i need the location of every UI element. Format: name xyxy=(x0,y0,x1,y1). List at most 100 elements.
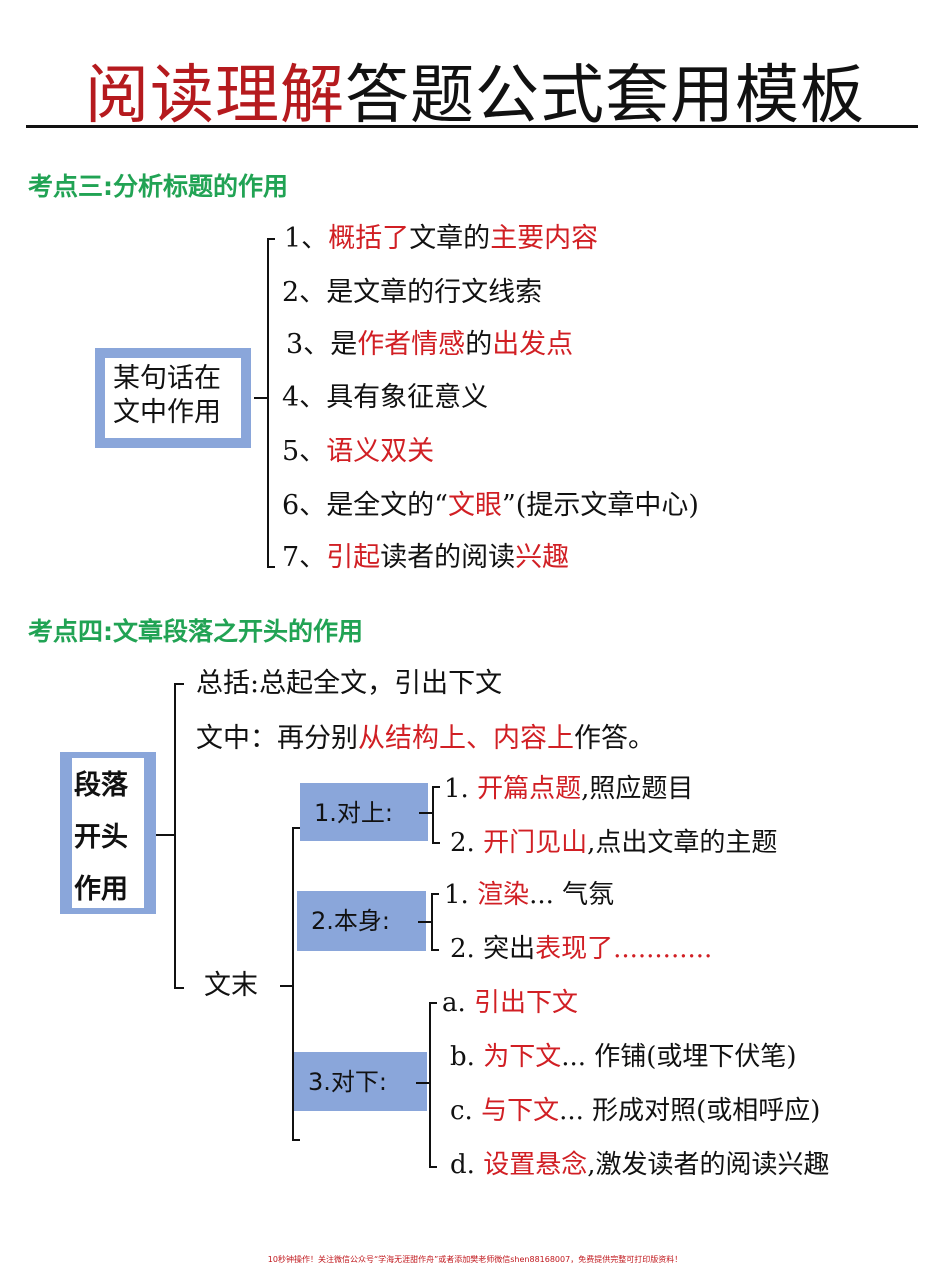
section4-connector xyxy=(156,834,174,836)
bracket-tick xyxy=(174,987,184,989)
bracket-tick xyxy=(267,566,275,568)
section3-item: 6、是全文的“文眼”(提示文章中心) xyxy=(282,489,699,523)
text: ,点出文章的主题 xyxy=(587,828,778,858)
bracket-tick xyxy=(292,1139,300,1141)
text: ... 作铺(或埋下伏笔) xyxy=(561,1042,797,1072)
section4-bracket xyxy=(174,683,176,989)
section4-end-label: 文末 xyxy=(204,970,258,1001)
group3-connector xyxy=(416,1082,430,1084)
section3-item: 7、引起读者的阅读兴趣 xyxy=(282,541,569,575)
item-marker: b. xyxy=(450,1042,484,1072)
highlight-text: 引出下文 xyxy=(474,988,579,1018)
highlight-text: 与下文 xyxy=(481,1096,560,1126)
bracket-tick xyxy=(429,1166,437,1168)
highlight-text: 出发点 xyxy=(492,329,574,360)
highlight-text: 渲染 xyxy=(477,880,530,910)
title-highlight: 阅读理解 xyxy=(85,59,345,133)
highlight-text: 开门见山 xyxy=(483,828,588,858)
highlight-text: 概括了 xyxy=(328,223,410,254)
item-number: 2、 xyxy=(282,277,327,308)
group-item: 1. 开篇点题,照应题目 xyxy=(444,772,693,806)
highlight-text: 表现了............ xyxy=(535,934,713,964)
group-item: a. 引出下文 xyxy=(442,986,578,1020)
section3-item: 2、是文章的行文线索 xyxy=(282,276,542,310)
item-number: 1、 xyxy=(284,223,329,254)
group-item: 1. 渲染... 气氛 xyxy=(444,878,614,912)
text: ”(提示文章中心) xyxy=(502,490,699,521)
text: ,激发读者的阅读兴趣 xyxy=(587,1150,830,1180)
item-marker: 2. xyxy=(450,934,484,964)
group-item: d. 设置悬念,激发读者的阅读兴趣 xyxy=(450,1148,829,1182)
section3-item: 4、具有象征意义 xyxy=(282,381,488,415)
item-marker: d. xyxy=(450,1150,484,1180)
highlight-text: 主要内容 xyxy=(490,223,599,254)
item-marker: c. xyxy=(450,1096,482,1126)
group2-connector xyxy=(418,921,432,923)
item-number: 7、 xyxy=(282,542,327,573)
section3-item: 1、概括了文章的主要内容 xyxy=(284,222,598,256)
text: 总括:总起全文，引出下文 xyxy=(196,668,503,699)
item-number: 4、 xyxy=(282,382,327,413)
text: 是全文的“ xyxy=(326,490,448,521)
item-number: 5、 xyxy=(282,436,327,467)
bracket-tick xyxy=(174,683,184,685)
group1-connector xyxy=(419,812,433,814)
section3-box-line-1: 某句话在 xyxy=(113,363,221,394)
bracket-tick xyxy=(432,842,440,844)
text: 文章的 xyxy=(409,223,491,254)
text: 读者的阅读 xyxy=(380,542,516,573)
bracket-tick xyxy=(429,1002,437,1004)
section3-item: 5、语义双关 xyxy=(282,435,434,469)
section4-box-line-3: 作用 xyxy=(74,874,128,905)
text: 的 xyxy=(465,329,493,360)
highlight-text: 开篇点题 xyxy=(477,774,582,804)
group-item: 2. 突出表现了............ xyxy=(450,932,712,966)
text: 是 xyxy=(330,329,358,360)
end-connector xyxy=(280,985,294,987)
title-underline xyxy=(26,125,918,128)
group-tag-itself: 2.本身: xyxy=(297,891,426,951)
item-marker: 1. xyxy=(444,774,478,804)
title-rest: 答题公式套用模板 xyxy=(345,59,865,133)
highlight-text: 为下文 xyxy=(483,1042,562,1072)
text: 是文章的行文线索 xyxy=(326,277,543,308)
section4-box-line-2: 开头 xyxy=(74,822,128,853)
item-marker: 2. xyxy=(450,828,484,858)
text: ... 气氛 xyxy=(529,880,615,910)
bracket-tick xyxy=(432,786,440,788)
section3-heading: 考点三:分析标题的作用 xyxy=(28,172,288,201)
section3-box-line-2: 文中作用 xyxy=(113,397,221,428)
group3-bracket xyxy=(429,1002,431,1168)
group-item: c. 与下文... 形成对照(或相呼应) xyxy=(450,1094,820,1128)
text: 突出 xyxy=(483,934,536,964)
text: 文中：再分别 xyxy=(196,723,358,754)
text: 作答。 xyxy=(574,723,655,754)
item-marker: a. xyxy=(442,988,475,1018)
group-tag-below: 3.对下: xyxy=(294,1052,427,1111)
highlight-text: 文眼 xyxy=(448,490,502,521)
bracket-tick xyxy=(267,238,275,240)
item-number: 3、 xyxy=(286,329,331,360)
text: ... 形成对照(或相呼应) xyxy=(559,1096,821,1126)
section4-summary: 总括:总起全文，引出下文 xyxy=(196,667,502,701)
item-number: 6、 xyxy=(282,490,327,521)
bracket-tick xyxy=(431,893,439,895)
section4-topic-box: 段落 开头 作用 xyxy=(60,752,156,914)
bracket-tick xyxy=(292,827,300,829)
bracket-tick xyxy=(431,949,439,951)
text: 具有象征意义 xyxy=(326,382,489,413)
end-bracket xyxy=(292,827,294,1141)
item-marker: 1. xyxy=(444,880,478,910)
section4-box-line-1: 段落 xyxy=(74,770,128,801)
group-item: b. 为下文... 作铺(或埋下伏笔) xyxy=(450,1040,797,1074)
highlight-text: 语义双关 xyxy=(326,436,435,467)
section3-topic-box: 某句话在 文中作用 xyxy=(95,348,251,448)
group1-bracket xyxy=(432,786,434,844)
section3-bracket xyxy=(267,238,269,568)
highlight-text: 兴趣 xyxy=(515,542,570,573)
section4-heading: 考点四:文章段落之开头的作用 xyxy=(28,617,363,646)
section3-item: 3、是作者情感的出发点 xyxy=(286,328,573,362)
group-item: 2. 开门见山,点出文章的主题 xyxy=(450,826,777,860)
group2-bracket xyxy=(431,893,433,951)
section4-middle: 文中：再分别从结构上、内容上作答。 xyxy=(196,722,655,756)
